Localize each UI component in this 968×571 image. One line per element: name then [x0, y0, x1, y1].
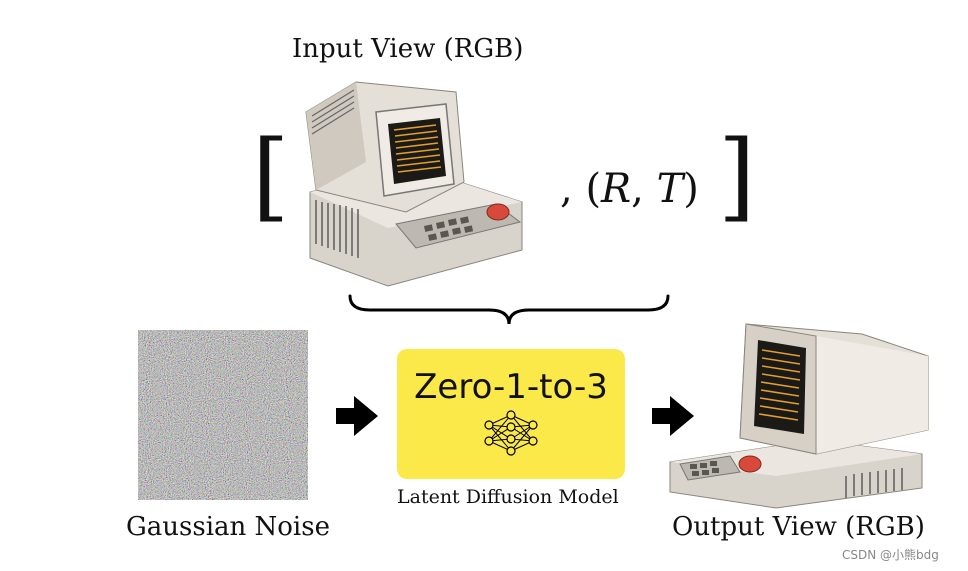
- output-view-label: Output View (RGB): [672, 512, 925, 542]
- input-view-label: Input View (RGB): [292, 34, 524, 64]
- output-computer-image: [669, 323, 929, 509]
- gaussian-noise-label: Gaussian Noise: [126, 512, 330, 542]
- model-name: Zero-1-to-3: [414, 367, 608, 407]
- rotation-symbol: R: [601, 166, 632, 212]
- left-bracket: [: [252, 120, 290, 232]
- input-computer-image: [305, 81, 523, 287]
- right-bracket: ]: [718, 120, 756, 232]
- comma: ,: [560, 166, 586, 212]
- arrow-right-icon-2: [652, 396, 694, 436]
- curly-brace: [348, 294, 670, 325]
- pose-expression: , (R, T): [560, 166, 699, 212]
- model-subtitle: Latent Diffusion Model: [397, 486, 619, 508]
- translation-symbol: T: [656, 166, 684, 212]
- gaussian-noise-image: [138, 330, 308, 500]
- arrow-right-icon: [336, 396, 378, 436]
- watermark: CSDN @小熊bdg: [842, 548, 939, 562]
- neural-network-icon: [484, 410, 538, 456]
- model-box: Zero-1-to-3: [397, 349, 625, 479]
